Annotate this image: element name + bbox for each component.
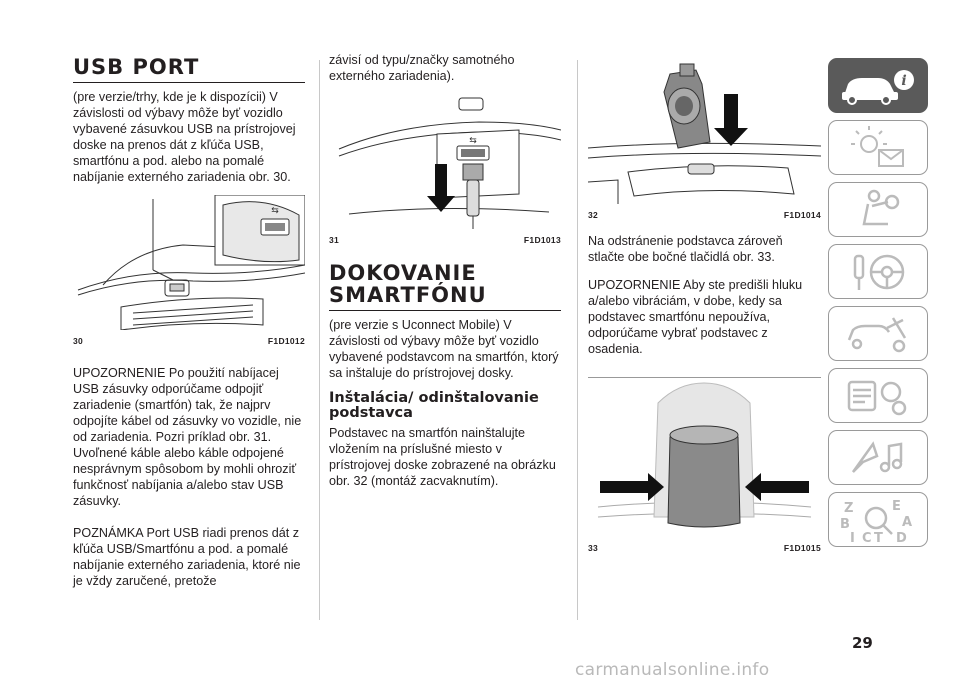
watermark: carmanualsonline.info (575, 660, 770, 680)
tab-car-info[interactable]: i (828, 58, 928, 113)
svg-text:E: E (892, 499, 901, 514)
paragraph: UPOZORNENIE Aby ste predišli hluku a/ale… (588, 278, 803, 356)
paragraph: (pre verzie s Uconnect Mobile) V závislo… (329, 318, 559, 380)
title-rule (73, 82, 305, 83)
car-info-icon: i (842, 69, 914, 105)
column-separator (577, 60, 578, 620)
svg-text:A: A (902, 515, 912, 530)
paragraph: závisí od typu/značky samotného externéh… (329, 53, 515, 83)
svg-text:Z: Z (844, 501, 853, 516)
figure-caption: 30 F1D1012 (73, 333, 305, 349)
tab-alphabet-index[interactable]: Z E B A I C T D (828, 492, 928, 547)
svg-text:⇆: ⇆ (271, 206, 279, 216)
tab-seat-airbag[interactable] (828, 182, 928, 237)
paragraph: UPOZORNENIE Po použití nabíjacej USB zás… (73, 366, 302, 508)
car-wrench-icon (847, 316, 907, 352)
paragraph: Na odstránenie podstavca zároveň stlačte… (588, 234, 783, 264)
figure-30: ⇆ 30 F1D1012 (73, 195, 305, 349)
title-rule (329, 310, 561, 311)
chapter-tabs: i (828, 58, 928, 554)
svg-text:I: I (850, 531, 855, 544)
seat-airbag-icon (862, 189, 900, 225)
dock-removal-illustration (588, 377, 821, 528)
figure-code: F1D1014 (783, 210, 821, 220)
alphabet-index-icon: Z E B A I C T D (840, 499, 912, 544)
usb-cable-unplug-illustration: ⇆ (338, 97, 561, 229)
figure-number: 30 (73, 336, 84, 346)
paragraph: POZNÁMKA Port USB riadi prenos dát z kľú… (73, 526, 301, 588)
column-dock-removal: 32 F1D1014 Na odstránenie podstavca záro… (588, 62, 821, 556)
figure-number: 31 (329, 235, 340, 245)
svg-text:⇆: ⇆ (469, 136, 477, 146)
tab-warning-lights[interactable] (828, 120, 928, 175)
figure-code: F1D1012 (267, 336, 305, 346)
section-title-smartphone-dock: DOKOVANIE SMARTFÓNU (329, 261, 487, 307)
paragraph: (pre verzie/trhy, kde je k dispozícii) V… (73, 90, 296, 184)
figure-code: F1D1013 (523, 235, 561, 245)
figure-code: F1D1015 (783, 543, 821, 553)
tab-navigation-music[interactable] (828, 430, 928, 485)
figure-caption: 32 F1D1014 (588, 207, 821, 223)
usb-port-dashboard-illustration: ⇆ (77, 195, 305, 330)
dock-install-illustration (588, 63, 821, 204)
paragraph: Podstavec na smartfón nainštalujte vlože… (329, 426, 556, 488)
figure-31: ⇆ 31 F1D1013 (329, 94, 561, 248)
figure-33: 33 F1D1015 (588, 377, 821, 556)
key-steering-icon (853, 254, 905, 290)
subsection-title: Inštalácia/ odinštalovanie podstavca (329, 390, 539, 421)
svg-text:B: B (840, 517, 850, 532)
svg-text:T: T (874, 531, 883, 544)
figure-32: 32 F1D1014 (588, 62, 821, 223)
column-separator (319, 60, 320, 620)
tab-car-wrench[interactable] (828, 306, 928, 361)
figure-number: 33 (588, 543, 599, 553)
navigation-music-icon (851, 440, 903, 473)
section-title-usb-port: USB PORT (73, 55, 200, 79)
tab-car-gears[interactable] (828, 368, 928, 423)
column-smartphone-dock: závisí od typu/značky samotného externéh… (329, 52, 561, 489)
svg-text:i: i (901, 73, 906, 89)
page-number: 29 (852, 634, 873, 652)
figure-caption: 33 F1D1015 (588, 540, 821, 556)
car-gears-icon (847, 380, 907, 415)
figure-number: 32 (588, 210, 599, 220)
tab-key-steering[interactable] (828, 244, 928, 299)
svg-text:C: C (862, 531, 872, 544)
column-usb-port: USB PORT (pre verzie/trhy, kde je k disp… (73, 56, 305, 589)
warning-lights-icon (851, 125, 904, 167)
svg-text:D: D (896, 531, 907, 544)
figure-caption: 31 F1D1013 (329, 232, 561, 248)
